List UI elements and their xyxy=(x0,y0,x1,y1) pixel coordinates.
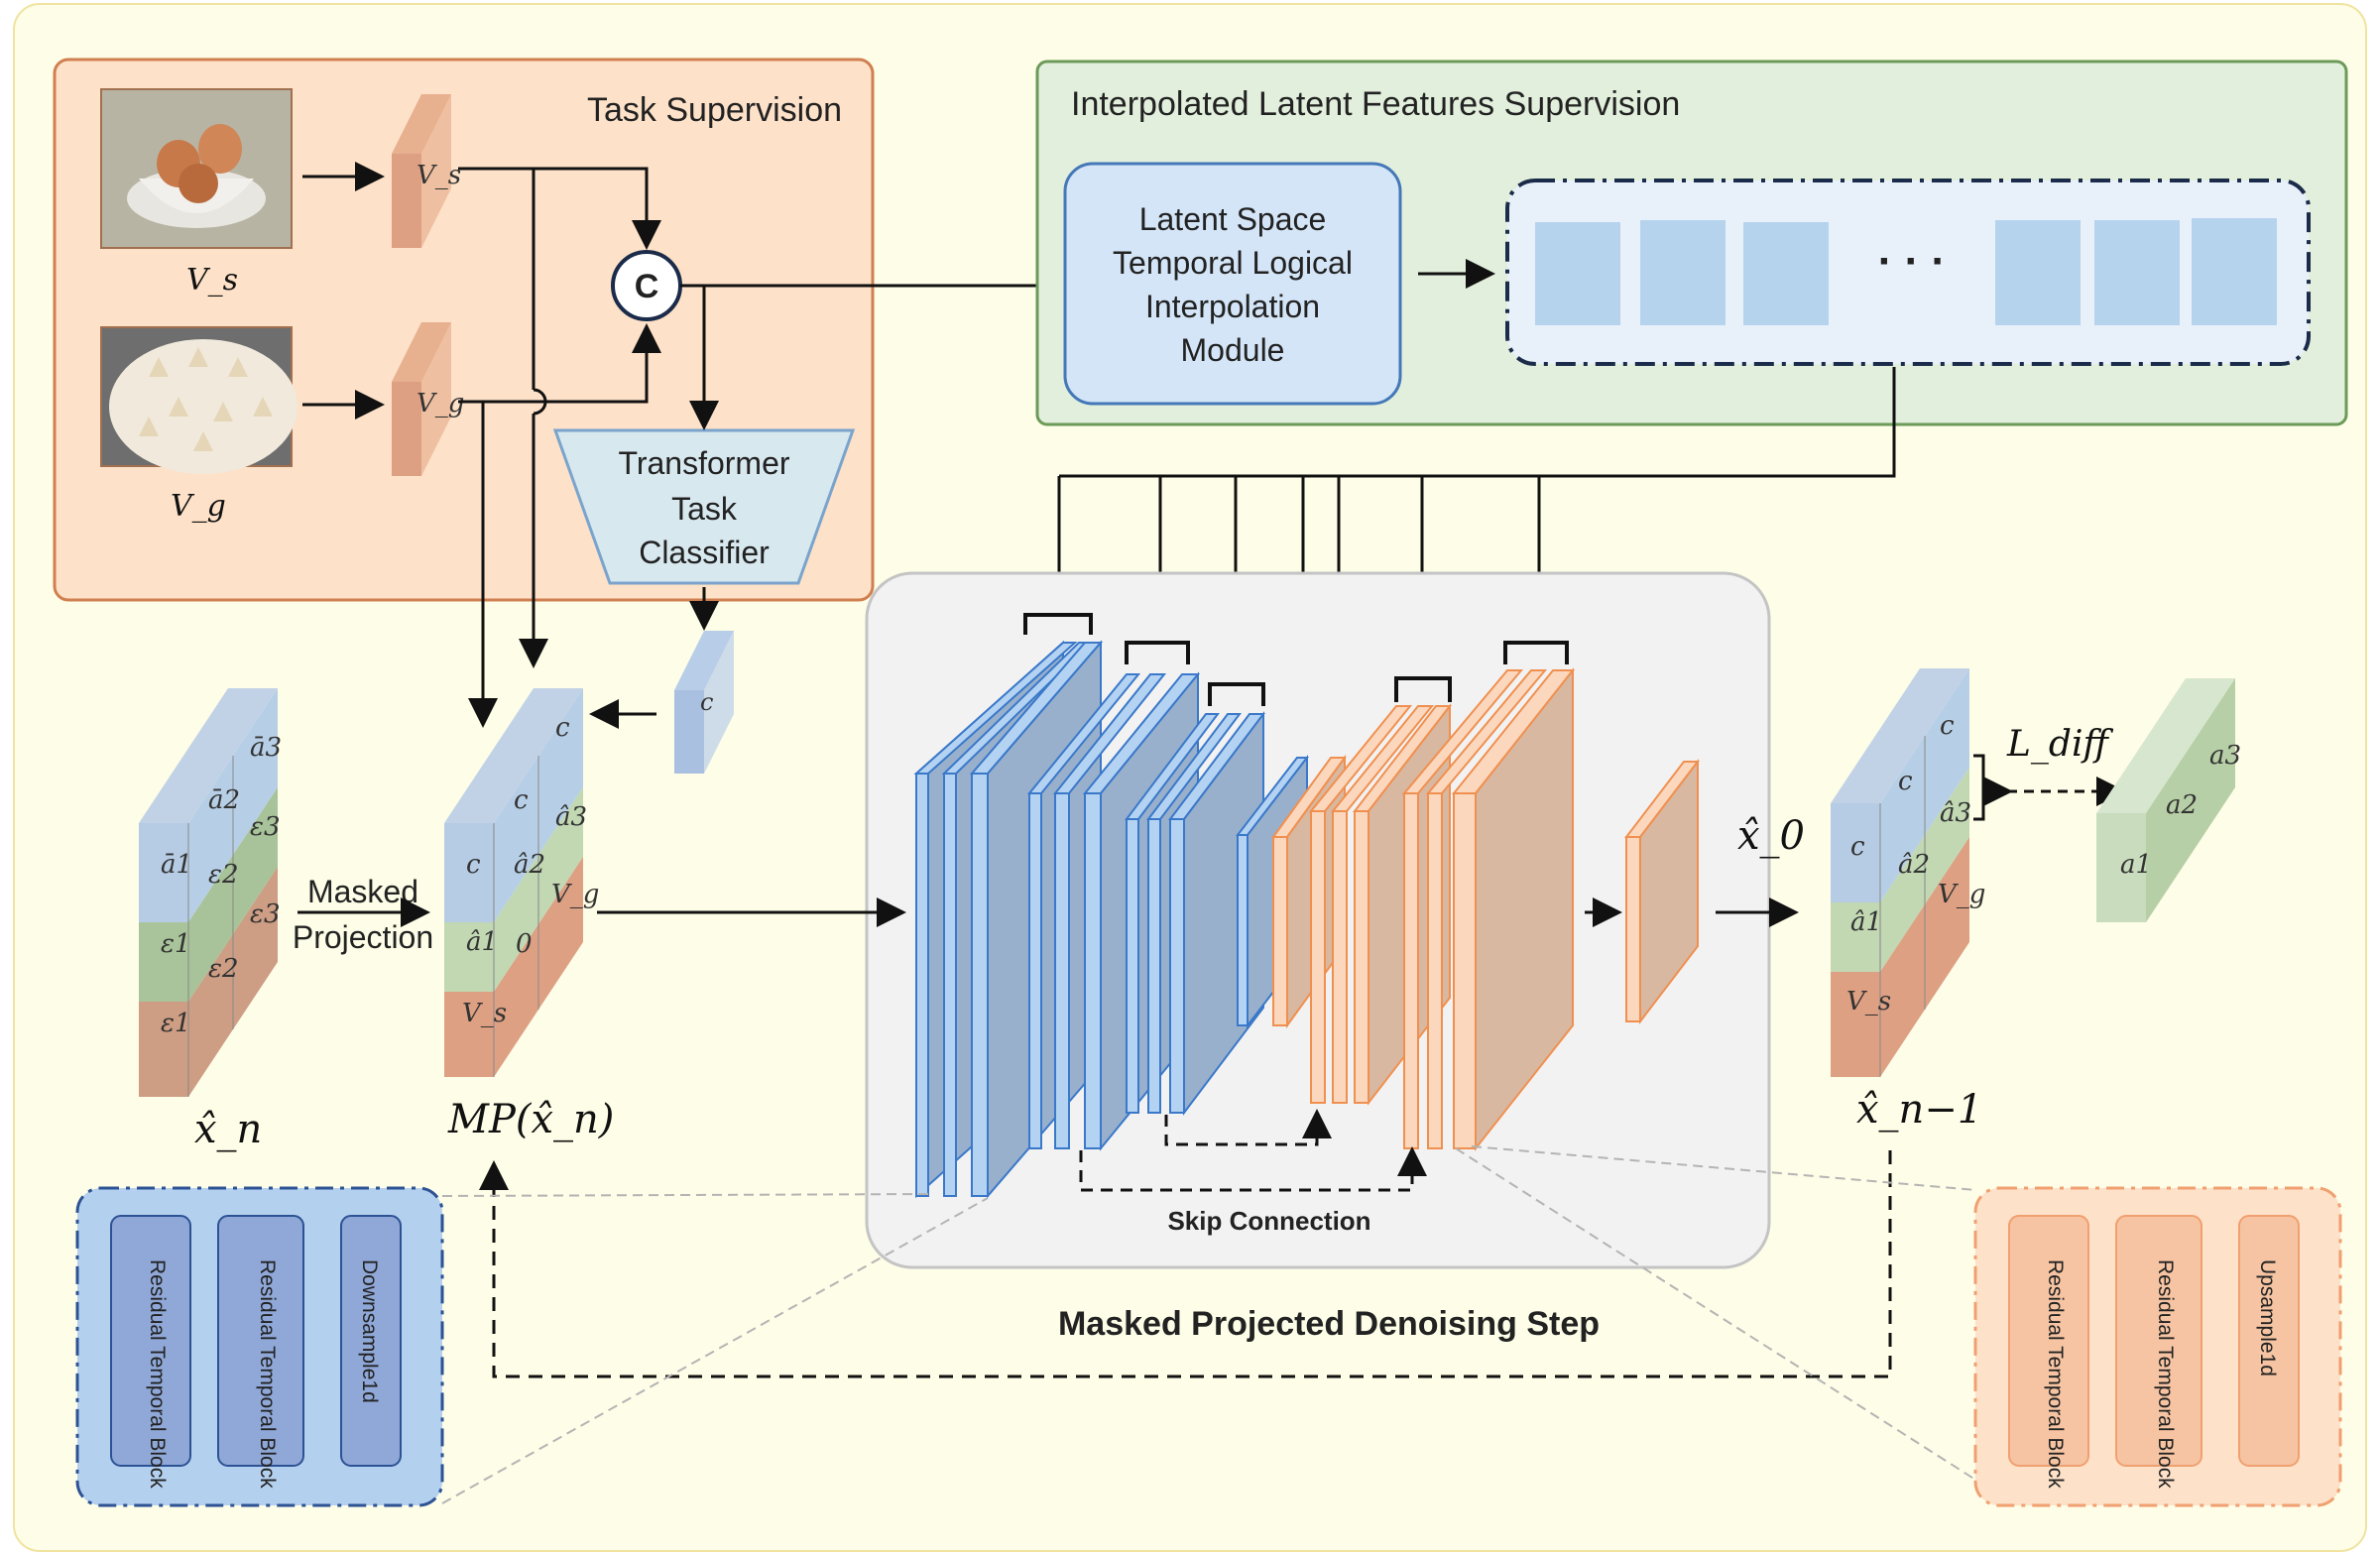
in-cell-2-3: ε3 xyxy=(250,812,281,842)
module-line-1: Latent Space xyxy=(1139,201,1327,237)
latent-feature-boxes xyxy=(1535,218,2277,325)
decoder-layers xyxy=(1271,667,1701,1151)
denoise-title: Masked Projected Denoising Step xyxy=(1058,1305,1600,1343)
output-tensor: c c c â1 â2 â3 V_s V_g xyxy=(1831,668,1985,1077)
denoise-panel: Skip Connection xyxy=(865,571,1771,1269)
masked-line-2: Projection xyxy=(293,919,433,955)
task-supervision-panel: Task Supervision V_s V_g xyxy=(53,58,875,602)
skip-connections xyxy=(1079,1109,1427,1192)
action-2: a2 xyxy=(2166,790,2198,820)
concat-label: C xyxy=(635,268,659,305)
vs-image-label: V_s xyxy=(186,263,238,298)
out-cell-2-3: â3 xyxy=(1940,798,1971,828)
zoom-guides xyxy=(441,1145,1976,1504)
in-cell-2-1: ε1 xyxy=(161,929,191,959)
mp-cell-2-3: â3 xyxy=(555,802,587,832)
task-supervision-title: Task Supervision xyxy=(587,91,842,129)
action-tokens: a1 a2 a3 xyxy=(2096,678,2241,922)
interp-panel: Interpolated Latent Features Supervision… xyxy=(1035,60,2348,426)
mp-cell-2-1: â1 xyxy=(466,927,498,957)
mp-cell-1-2: c xyxy=(514,785,529,815)
out-cell-1-2: c xyxy=(1898,767,1913,796)
vg-feature-token: V_g xyxy=(392,322,464,476)
up-block-1: Residual Temporal Block xyxy=(2044,1259,2067,1489)
out-cell-1-3: c xyxy=(1940,711,1955,741)
x0-label: x̂_0 xyxy=(1737,813,1805,859)
start-observation-image xyxy=(100,88,293,249)
vs-feature-token: V_s xyxy=(392,94,461,248)
out-cell-3-1: V_s xyxy=(1846,987,1891,1017)
out-cell-3-3: V_g xyxy=(1938,880,1985,909)
mp-cell-3-3: V_g xyxy=(551,880,599,909)
out-cell-2-1: â1 xyxy=(1850,907,1882,937)
up-block-3: Upsample1d xyxy=(2256,1259,2279,1376)
c-token-label: c xyxy=(700,688,713,716)
xn-1-label: x̂_n−1 xyxy=(1856,1087,1982,1133)
action-1: a1 xyxy=(2120,850,2152,880)
decoder-group-3 xyxy=(1401,667,1576,1151)
encoder-group-3 xyxy=(1124,711,1266,1116)
classifier-line-2: Task xyxy=(671,491,738,527)
in-cell-1-1: ā1 xyxy=(161,850,192,880)
vg-feature-label: V_g xyxy=(416,389,464,419)
in-cell-3-2: ε2 xyxy=(208,954,239,984)
mp-cell-2-2: â2 xyxy=(514,850,545,880)
up-block-detail: Residual Temporal Block Residual Tempora… xyxy=(1973,1186,2342,1507)
interp-title: Interpolated Latent Features Supervision xyxy=(1071,85,1680,123)
mp-cell-3-2: 0 xyxy=(516,929,533,959)
skip-connection-label: Skip Connection xyxy=(1167,1206,1370,1236)
mp-tensor: c c c â1 â2 â3 V_s 0 V_g xyxy=(444,688,599,1077)
classifier-line-1: Transformer xyxy=(618,445,789,481)
encoder-layers xyxy=(913,640,1310,1199)
vs-feature-label: V_s xyxy=(416,161,461,190)
output-projection-layer xyxy=(1623,759,1701,1024)
iteration-loop xyxy=(479,1150,1892,1378)
up-block-2: Residual Temporal Block xyxy=(2154,1259,2177,1489)
interp-module xyxy=(1063,162,1402,406)
in-cell-3-1: ε1 xyxy=(161,1009,191,1038)
ldiff-label: L_diff xyxy=(2006,724,2113,765)
down-block-2: Residual Temporal Block xyxy=(256,1259,279,1489)
action-3: a3 xyxy=(2209,741,2241,771)
mp-cell-1-3: c xyxy=(555,713,570,743)
ellipsis: · · · xyxy=(1878,237,1946,286)
input-trajectory-tensor: ā1 ā2 ā3 ε1 ε2 ε3 ε1 ε2 ε3 xyxy=(139,688,282,1097)
xn-label: x̂_n xyxy=(194,1107,262,1152)
mp-cell-3-1: V_s xyxy=(462,999,507,1028)
in-cell-1-3: ā3 xyxy=(250,733,282,763)
task-connectors xyxy=(458,167,1069,729)
in-cell-2-2: ε2 xyxy=(208,860,239,890)
mp-label: MP(x̂_n) xyxy=(447,1097,614,1142)
transformer-task-classifier xyxy=(552,428,856,585)
down-block-3: Downsample1d xyxy=(358,1259,381,1403)
in-cell-1-2: ā2 xyxy=(208,785,240,815)
classifier-line-3: Classifier xyxy=(639,535,770,570)
out-cell-2-2: â2 xyxy=(1898,850,1930,880)
module-line-2: Temporal Logical xyxy=(1113,245,1353,281)
mp-cell-1-1: c xyxy=(466,850,481,880)
down-block-1: Residual Temporal Block xyxy=(146,1259,169,1489)
module-line-3: Interpolation xyxy=(1145,289,1320,324)
out-cell-1-1: c xyxy=(1850,832,1865,862)
goal-observation-image xyxy=(100,326,298,474)
vg-image-label: V_g xyxy=(171,489,226,524)
c-token: c xyxy=(674,631,734,774)
masked-line-1: Masked xyxy=(307,874,418,909)
down-block-detail: Residual Temporal Block Residual Tempora… xyxy=(75,1186,444,1507)
in-cell-3-3: ε3 xyxy=(250,899,281,929)
module-line-4: Module xyxy=(1181,332,1285,368)
